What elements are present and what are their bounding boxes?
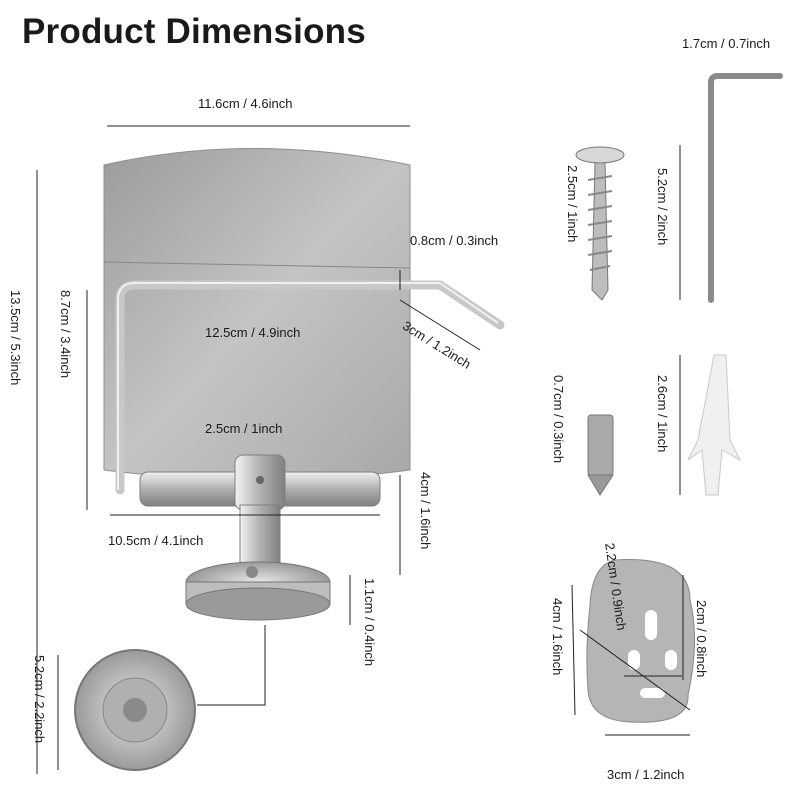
label-bottom-width: 10.5cm / 4.1inch [108,533,204,548]
set-screw [587,414,614,496]
screw [575,146,625,301]
label-base-diameter: 5.2cm / 2.2inch [32,655,47,744]
stem-mount [185,504,331,621]
label-total-height: 13.5cm / 5.3inch [8,290,23,386]
label-arm-height: 8.7cm / 3.4inch [58,290,73,379]
label-set-screw: 0.7cm / 0.3inch [551,375,566,464]
label-pad-height: 4cm / 1.6inch [550,598,565,676]
label-stem-height: 4cm / 1.6inch [418,472,433,550]
label-anchor-length: 2.6cm / 1inch [655,375,670,453]
dimension-lines [36,125,691,774]
spindle [139,454,381,511]
base-disc [74,649,196,771]
label-mount-depth: 1.1cm / 0.4inch [362,578,377,667]
wall-anchor [687,354,742,496]
mounting-pad [586,559,695,723]
label-wrench-long: 5.2cm / 2inch [655,168,670,246]
label-screw-length: 2.5cm / 1inch [565,165,580,243]
label-wrench-short: 1.7cm / 0.7inch [682,36,771,51]
label-pad-inner: 2cm / 0.8inch [694,600,709,678]
label-arm-width: 12.5cm / 4.9inch [205,325,301,340]
label-tip-offset: 0.8cm / 0.3inch [410,233,499,248]
label-top-width: 11.6cm / 4.6inch [198,96,293,111]
holder-arm [115,280,505,495]
label-collar-width: 2.5cm / 1inch [205,421,283,436]
label-pad-width: 3cm / 1.2inch [607,767,685,782]
allen-wrench [708,73,783,303]
page-title: Product Dimensions [22,12,366,51]
